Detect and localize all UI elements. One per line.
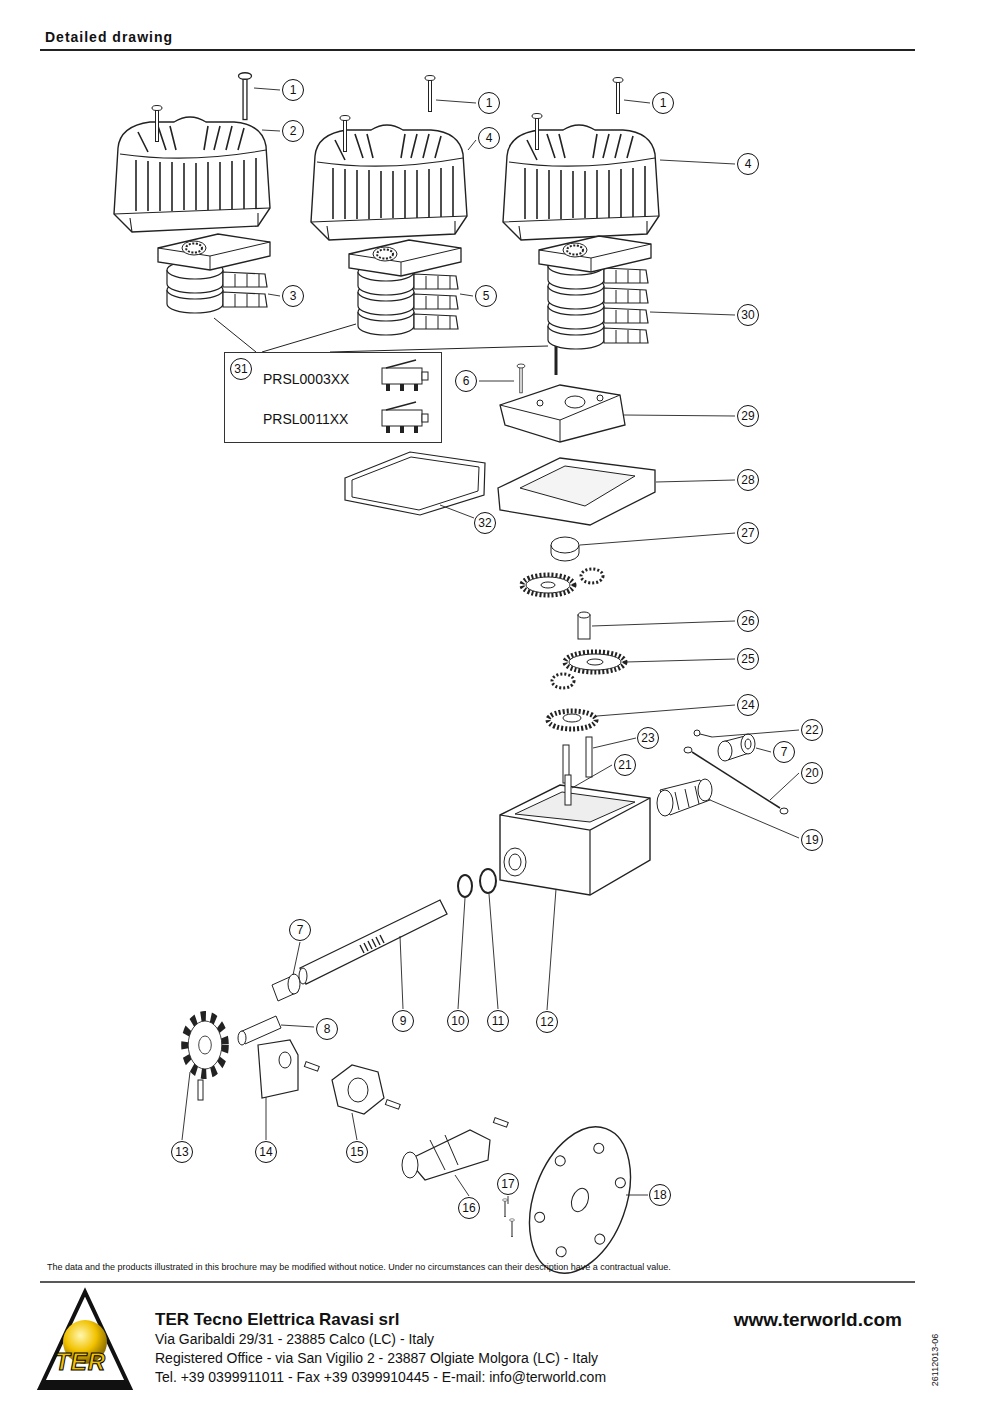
callout-number: 1	[282, 79, 304, 101]
callout-number: 27	[737, 522, 759, 544]
callout-number: 1	[652, 92, 674, 114]
callout-number: 9	[392, 1010, 414, 1032]
callout-number: 4	[737, 153, 759, 175]
callout-number: 17	[497, 1173, 519, 1195]
document-code: 26112013-06	[930, 1334, 940, 1386]
website: www.terworld.com	[734, 1309, 902, 1331]
callout-number: 1	[478, 92, 500, 114]
callout-number: 14	[255, 1141, 277, 1163]
callout-number: 16	[458, 1197, 480, 1219]
callout-number: 28	[737, 469, 759, 491]
callout-number: 20	[801, 762, 823, 784]
callout-number: 19	[801, 829, 823, 851]
callout-number: 26	[737, 610, 759, 632]
callout-number: 5	[475, 285, 497, 307]
callout-number: 30	[737, 304, 759, 326]
callout-number: 23	[637, 727, 659, 749]
callout-number: 32	[474, 512, 496, 534]
callout-number: 25	[737, 648, 759, 670]
contact-line: Tel. +39 0399911011 - Fax +39 0399910445…	[155, 1369, 606, 1385]
callout-number: 7	[773, 741, 795, 763]
logo-text: TER	[55, 1348, 106, 1376]
disclaimer-note: The data and the products illustrated in…	[47, 1262, 671, 1272]
address-line: Registered Office - via San Vigilio 2 - …	[155, 1350, 598, 1366]
part-code-box: PRSL0003XX PRSL0011XX	[224, 352, 442, 443]
part-code: PRSL0011XX	[263, 411, 348, 427]
callout-number: 3	[282, 285, 304, 307]
callout-number: 6	[455, 370, 477, 392]
address-line: Via Garibaldi 29/31 - 23885 Calco (LC) -…	[155, 1331, 434, 1347]
callout-number: 8	[316, 1018, 338, 1040]
callout-number: 21	[614, 754, 636, 776]
callout-number: 15	[346, 1141, 368, 1163]
page-title: Detailed drawing	[45, 29, 173, 45]
callout-number: 18	[649, 1184, 671, 1206]
callout-number: 10	[447, 1010, 469, 1032]
callout-number: 31	[230, 358, 252, 380]
callout-number: 11	[487, 1010, 509, 1032]
callout-number: 4	[478, 127, 500, 149]
callout-number: 12	[536, 1011, 558, 1033]
company-name: TER Tecno Elettrica Ravasi srl	[155, 1310, 399, 1330]
callout-number: 2	[282, 120, 304, 142]
part-code: PRSL0003XX	[263, 371, 349, 387]
callout-number: 13	[171, 1141, 193, 1163]
callout-number: 29	[737, 405, 759, 427]
callout-number: 7	[289, 919, 311, 941]
callout-number: 22	[801, 719, 823, 741]
callout-number: 24	[737, 694, 759, 716]
